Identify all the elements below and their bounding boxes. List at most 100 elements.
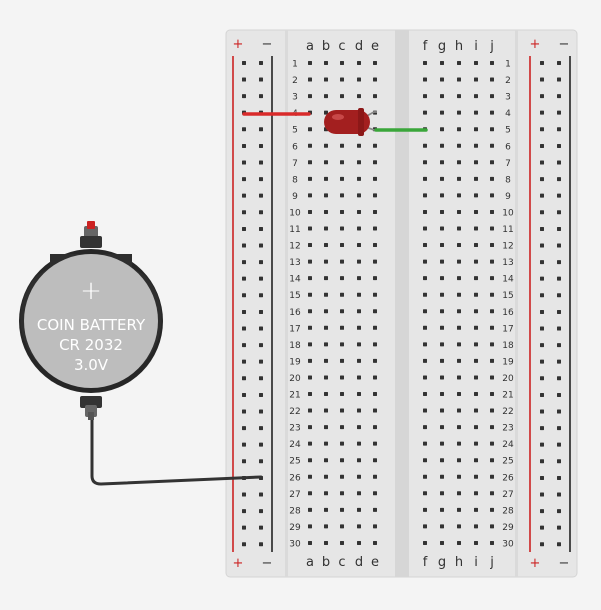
rail-hole[interactable] <box>540 61 544 65</box>
hole-i8[interactable] <box>474 176 478 181</box>
hole-e16[interactable] <box>373 309 377 314</box>
hole-c24[interactable] <box>340 441 344 446</box>
hole-j4[interactable] <box>490 110 494 115</box>
hole-b18[interactable] <box>324 342 328 347</box>
hole-g25[interactable] <box>440 458 444 463</box>
hole-j30[interactable] <box>490 540 494 545</box>
hole-i27[interactable] <box>474 491 478 496</box>
rail-hole[interactable] <box>557 326 561 331</box>
hole-i4[interactable] <box>474 110 478 115</box>
hole-j24[interactable] <box>490 441 494 446</box>
rail-hole[interactable] <box>259 525 263 530</box>
hole-j14[interactable] <box>490 276 494 281</box>
hole-e19[interactable] <box>373 358 377 363</box>
hole-h15[interactable] <box>457 292 461 297</box>
hole-h25[interactable] <box>457 458 461 463</box>
hole-h19[interactable] <box>457 358 461 363</box>
hole-c1[interactable] <box>340 61 344 65</box>
hole-d23[interactable] <box>357 425 361 430</box>
hole-h6[interactable] <box>457 143 461 148</box>
hole-j20[interactable] <box>490 375 494 380</box>
rail-hole[interactable] <box>259 310 263 314</box>
hole-e24[interactable] <box>373 441 377 446</box>
hole-i15[interactable] <box>474 292 478 297</box>
hole-a29[interactable] <box>308 524 312 529</box>
rail-hole[interactable] <box>259 359 263 364</box>
hole-c19[interactable] <box>340 358 344 363</box>
hole-g4[interactable] <box>440 110 444 115</box>
hole-i14[interactable] <box>474 276 478 281</box>
hole-i19[interactable] <box>474 358 478 363</box>
hole-a24[interactable] <box>308 441 312 446</box>
rail-hole[interactable] <box>259 492 263 497</box>
rail-hole[interactable] <box>540 110 544 115</box>
rail-hole[interactable] <box>259 260 263 265</box>
hole-h22[interactable] <box>457 408 461 413</box>
hole-e7[interactable] <box>373 160 377 165</box>
rail-hole[interactable] <box>242 509 246 514</box>
hole-e13[interactable] <box>373 259 377 264</box>
hole-h28[interactable] <box>457 507 461 512</box>
rail-hole[interactable] <box>242 276 246 281</box>
hole-c17[interactable] <box>340 325 344 330</box>
rail-hole[interactable] <box>557 243 561 248</box>
hole-c16[interactable] <box>340 309 344 314</box>
hole-b7[interactable] <box>324 160 328 165</box>
rail-hole[interactable] <box>540 177 544 182</box>
hole-a18[interactable] <box>308 342 312 347</box>
hole-b29[interactable] <box>324 524 328 529</box>
hole-h27[interactable] <box>457 491 461 496</box>
rail-hole[interactable] <box>540 476 544 480</box>
rail-hole[interactable] <box>242 525 246 530</box>
hole-h7[interactable] <box>457 160 461 165</box>
hole-h10[interactable] <box>457 209 461 214</box>
hole-j18[interactable] <box>490 342 494 347</box>
hole-f28[interactable] <box>423 507 427 512</box>
rail-hole[interactable] <box>557 509 561 514</box>
rail-hole[interactable] <box>557 310 561 314</box>
rail-hole[interactable] <box>557 409 561 414</box>
rail-hole[interactable] <box>557 227 561 231</box>
rail-hole[interactable] <box>242 343 246 348</box>
hole-e30[interactable] <box>373 540 377 545</box>
rail-hole[interactable] <box>259 193 263 198</box>
rail-hole[interactable] <box>259 426 263 431</box>
rail-hole[interactable] <box>540 393 544 397</box>
hole-g29[interactable] <box>440 524 444 529</box>
hole-f12[interactable] <box>423 243 427 248</box>
hole-e15[interactable] <box>373 292 377 297</box>
hole-g20[interactable] <box>440 375 444 380</box>
hole-g8[interactable] <box>440 176 444 181</box>
hole-i7[interactable] <box>474 160 478 165</box>
hole-j16[interactable] <box>490 309 494 314</box>
hole-f14[interactable] <box>423 276 427 281</box>
hole-d16[interactable] <box>357 309 361 314</box>
rail-hole[interactable] <box>540 144 544 148</box>
hole-c12[interactable] <box>340 243 344 248</box>
hole-a15[interactable] <box>308 292 312 297</box>
hole-f1[interactable] <box>423 61 427 65</box>
hole-i3[interactable] <box>474 94 478 99</box>
red-led[interactable] <box>324 108 370 136</box>
hole-h3[interactable] <box>457 94 461 99</box>
rail-hole[interactable] <box>540 326 544 331</box>
hole-g1[interactable] <box>440 61 444 65</box>
hole-i18[interactable] <box>474 342 478 347</box>
hole-b10[interactable] <box>324 209 328 214</box>
rail-hole[interactable] <box>242 243 246 248</box>
hole-i9[interactable] <box>474 193 478 198</box>
rail-hole[interactable] <box>540 193 544 198</box>
rail-hole[interactable] <box>259 177 263 182</box>
hole-f9[interactable] <box>423 193 427 198</box>
rail-hole[interactable] <box>557 144 561 148</box>
rail-hole[interactable] <box>540 459 544 464</box>
hole-j7[interactable] <box>490 160 494 165</box>
hole-a25[interactable] <box>308 458 312 463</box>
hole-g17[interactable] <box>440 325 444 330</box>
hole-g22[interactable] <box>440 408 444 413</box>
rail-hole[interactable] <box>540 260 544 265</box>
hole-d7[interactable] <box>357 160 361 165</box>
hole-c14[interactable] <box>340 276 344 281</box>
hole-a23[interactable] <box>308 425 312 430</box>
coin-battery[interactable]: + COIN BATTERY CR 2032 3.0V <box>19 221 163 420</box>
